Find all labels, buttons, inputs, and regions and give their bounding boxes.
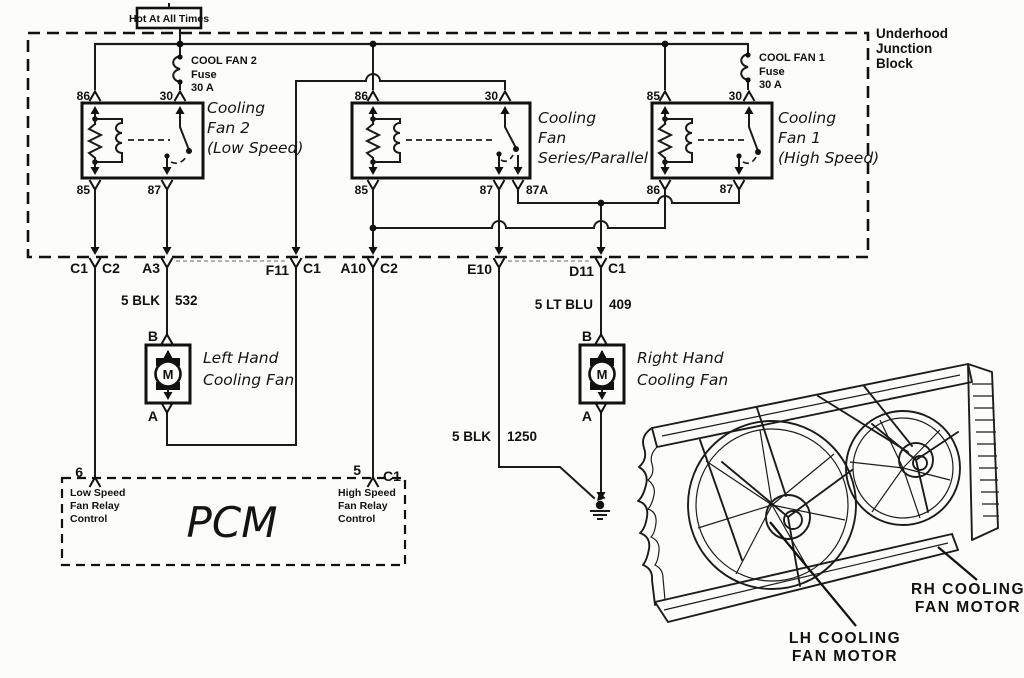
wire-409-spec: 5 LT BLU xyxy=(535,297,593,312)
wire-532-spec: 5 BLK xyxy=(121,293,160,308)
wire-409-circuit: 409 xyxy=(609,297,632,312)
connector-d11: D11 xyxy=(569,263,594,279)
junction-connector-row: C1 C2 A3 F11 C1 A10 C2 E10 D11 C1 xyxy=(70,189,626,279)
harness-wires: 5 BLK 532 5 BLK 1250 5 LT BLU 409 xyxy=(94,267,632,505)
relaysp-name-3: Series/Parallel xyxy=(538,149,649,167)
connector-f11: F11 xyxy=(266,262,290,278)
pcm-pin-5: 5 xyxy=(353,462,361,478)
motor-right-name-1: Right Hand xyxy=(637,349,724,367)
relay-cooling-fan-2: 86 30 85 87 Cooling Fan 2 (Low Speed) xyxy=(77,89,304,197)
connector-f11-c1: C1 xyxy=(303,260,321,276)
motor-right-symbol: M xyxy=(597,367,608,382)
connector-c2: C2 xyxy=(102,260,120,276)
junction-block-outline: Underhood Junction Block xyxy=(26,26,948,262)
motor-right-hand: B M A Right Hand Cooling Fan xyxy=(578,328,728,424)
relaysp-pin-87: 87 xyxy=(480,183,494,197)
pcm-low-speed-3: Control xyxy=(70,513,107,525)
fuse2-name: COOL FAN 2 xyxy=(191,55,257,67)
relay2-name-2: Fan 2 xyxy=(207,119,250,137)
relay1-name-2: Fan 1 xyxy=(778,129,821,147)
motor-right-terminal-b: B xyxy=(582,328,592,344)
pcm-high-speed-2: Fan Relay xyxy=(338,500,388,512)
pcm-high-speed-1: High Speed xyxy=(338,487,396,499)
motor-left-terminal-b: B xyxy=(148,328,158,344)
relaysp-name-1: Cooling xyxy=(538,109,596,127)
rh-fan-motor-label-2: FAN MOTOR xyxy=(915,599,1021,616)
connector-c1: C1 xyxy=(70,260,88,276)
connector-a10: A10 xyxy=(340,260,366,276)
fan-assembly-illustration: LH COOLING FAN MOTOR RH COOLING FAN MOTO… xyxy=(637,363,1024,665)
fuse1-name: COOL FAN 1 xyxy=(759,52,825,64)
lh-fan-motor-label-1: LH COOLING xyxy=(789,630,901,647)
relay1-pin-85: 85 xyxy=(647,89,661,103)
power-bus xyxy=(94,27,748,90)
fuse1-type: Fuse xyxy=(759,66,785,78)
pcm-module: 6 5 C1 Low Speed Fan Relay Control High … xyxy=(60,462,407,567)
relay1-pin-30: 30 xyxy=(729,89,743,103)
ground-symbol xyxy=(590,500,610,520)
connector-d11-c1: C1 xyxy=(608,260,626,276)
relay2-name-1: Cooling xyxy=(207,99,265,117)
relay2-name-3: (Low Speed) xyxy=(207,139,303,157)
motor-left-hand: B M A Left Hand Cooling Fan xyxy=(144,328,294,424)
connector-e10: E10 xyxy=(467,261,492,277)
relaysp-pin-86: 86 xyxy=(355,89,369,103)
motor-right-name-2: Cooling Fan xyxy=(637,371,728,389)
fuse2-type: Fuse xyxy=(191,69,217,81)
relaysp-pin-30: 30 xyxy=(485,89,499,103)
relay1-pin-86: 86 xyxy=(647,183,661,197)
relay1-pin-87: 87 xyxy=(720,182,734,196)
fuse-cool-fan-1: COOL FAN 1 Fuse 30 A xyxy=(740,43,825,91)
pcm-low-speed-2: Fan Relay xyxy=(70,500,120,512)
motor-left-name-2: Cooling Fan xyxy=(203,371,294,389)
relaysp-pin-87a: 87A xyxy=(526,183,548,197)
relay1-name-3: (High Speed) xyxy=(778,149,879,167)
relaysp-name-2: Fan xyxy=(538,129,566,147)
fuse-cool-fan-2: COOL FAN 2 Fuse 30 A xyxy=(172,54,257,94)
relay2-pin-30: 30 xyxy=(160,89,174,103)
rh-fan-motor-label-1: RH COOLING xyxy=(911,581,1024,598)
motor-left-terminal-a: A xyxy=(148,408,158,424)
pcm-pin-6: 6 xyxy=(75,464,83,480)
junction-block-label-2: Junction xyxy=(876,41,932,56)
pcm-pin-c1: C1 xyxy=(383,468,401,484)
connector-a3: A3 xyxy=(142,260,160,276)
relay2-pin-85: 85 xyxy=(77,183,91,197)
relay-series-parallel: 86 30 85 87 87A Cooling Fan Series/Paral… xyxy=(350,89,649,197)
pcm-low-speed-1: Low Speed xyxy=(70,487,125,499)
lh-fan-motor-label-2: FAN MOTOR xyxy=(792,648,898,665)
junction-block-label-1: Underhood xyxy=(876,26,948,41)
fuse1-rating: 30 A xyxy=(759,79,782,91)
connector-a10-c2: C2 xyxy=(380,260,398,276)
relay2-pin-87: 87 xyxy=(148,183,162,197)
motor-right-terminal-a: A xyxy=(582,408,592,424)
motor-left-symbol: M xyxy=(163,367,174,382)
pcm-name: PCM xyxy=(187,498,278,547)
relaysp-pin-85: 85 xyxy=(355,183,369,197)
junction-block-label-3: Block xyxy=(876,56,913,71)
power-source: Hot At All Times xyxy=(129,3,209,30)
motor-left-name-1: Left Hand xyxy=(203,349,279,367)
hot-at-all-times-label: Hot At All Times xyxy=(129,13,209,25)
wire-1250-circuit: 1250 xyxy=(507,429,537,444)
fuse2-rating: 30 A xyxy=(191,82,214,94)
pcm-high-speed-3: Control xyxy=(338,513,375,525)
relay-cooling-fan-1: 85 30 86 87 Cooling Fan 1 (High Speed) xyxy=(647,89,880,197)
wire-532-circuit: 532 xyxy=(175,293,198,308)
relay1-name-1: Cooling xyxy=(778,109,836,127)
relay2-pin-86: 86 xyxy=(77,89,91,103)
wire-1250-spec: 5 BLK xyxy=(452,429,491,444)
